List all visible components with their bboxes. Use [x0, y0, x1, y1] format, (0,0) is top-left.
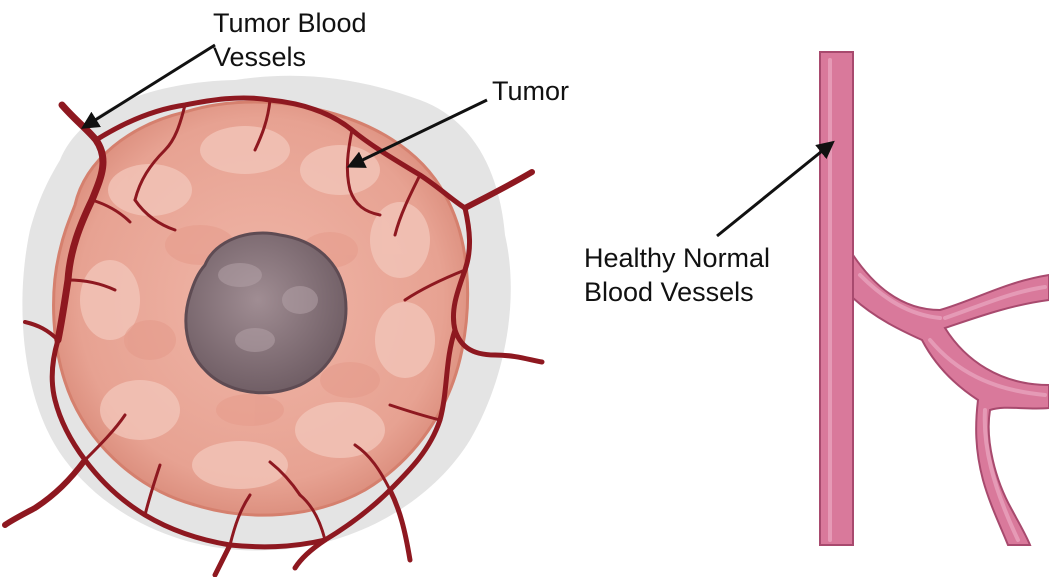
label-tumor-blood-vessels-line2: Vessels	[213, 40, 367, 74]
label-healthy-line1: Healthy Normal	[584, 241, 770, 275]
tumor-group	[5, 76, 542, 575]
healthy-vessel-branch	[853, 255, 1049, 545]
arrow-healthy-vessels	[717, 143, 832, 236]
label-healthy-line2: Blood Vessels	[584, 275, 770, 309]
healthy-vessel-trunk	[820, 52, 853, 545]
healthy-vessel-group	[820, 52, 1049, 545]
label-tumor-blood-vessels-line1: Tumor Blood	[213, 6, 367, 40]
tumor-core	[186, 233, 346, 393]
label-healthy-normal-blood-vessels: Healthy Normal Blood Vessels	[584, 241, 770, 309]
label-tumor: Tumor	[492, 74, 569, 108]
label-tumor-blood-vessels: Tumor Blood Vessels	[213, 6, 367, 74]
